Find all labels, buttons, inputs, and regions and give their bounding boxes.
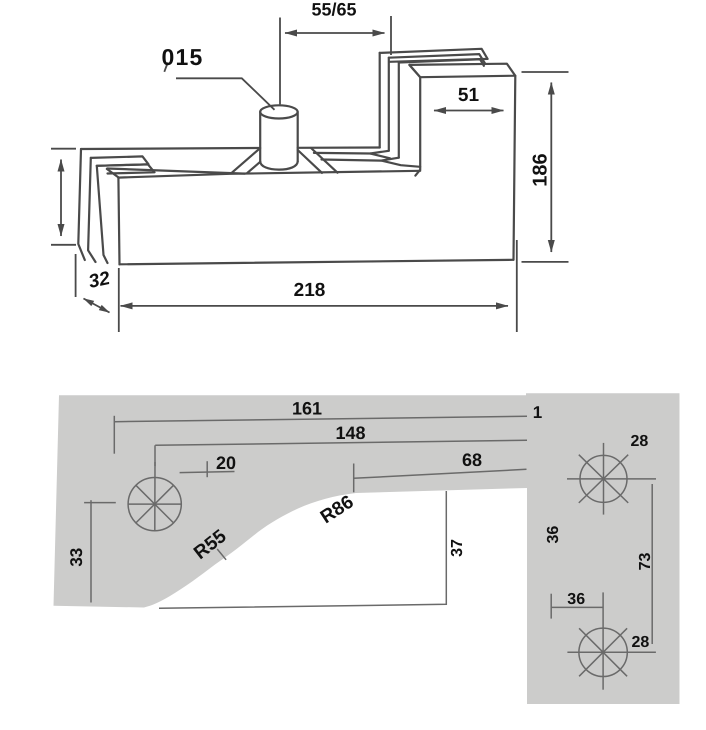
svg-text:161: 161: [292, 399, 322, 419]
svg-text:148: 148: [335, 423, 365, 443]
svg-text:36: 36: [567, 591, 585, 608]
svg-text:186: 186: [530, 153, 552, 186]
svg-text:51: 51: [458, 85, 480, 106]
svg-text:55/65: 55/65: [311, 0, 356, 20]
svg-text:37: 37: [449, 539, 466, 557]
svg-text:73: 73: [637, 553, 654, 571]
svg-text:36: 36: [545, 526, 562, 544]
svg-text:218: 218: [294, 280, 326, 301]
svg-text:68: 68: [462, 450, 482, 470]
svg-text:33: 33: [67, 548, 86, 567]
svg-text:28: 28: [631, 433, 649, 450]
svg-text:20: 20: [216, 453, 236, 473]
svg-text:32: 32: [87, 268, 112, 293]
svg-text:015: 015: [162, 44, 204, 70]
svg-text:1: 1: [533, 403, 542, 422]
svg-text:28: 28: [632, 634, 650, 651]
